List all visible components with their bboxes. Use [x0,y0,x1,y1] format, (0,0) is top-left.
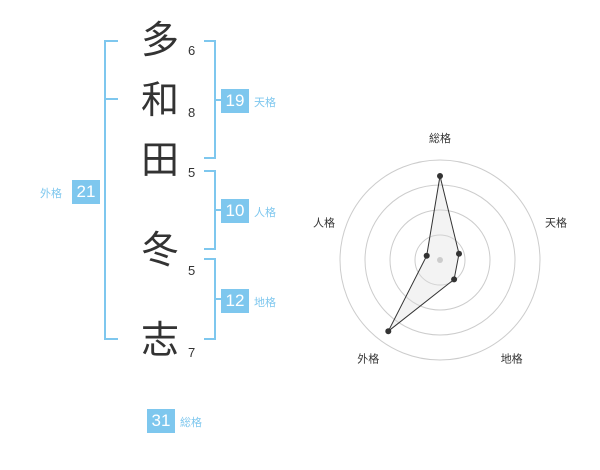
tenkaku-badge: 19 [221,89,249,113]
jinkaku-bracket [204,170,216,250]
soukaku-label: 総格 [180,416,202,429]
radar-points [385,173,462,335]
radar-axis-label-3: 地格 [501,352,523,366]
soukaku-badge: 31 [147,409,175,433]
radar-point-3 [451,276,458,283]
name-char-2: 和 [140,78,179,122]
radar-center-dot [437,257,443,263]
gaikaku-bracket-tick [104,98,118,100]
chikaku-label: 地格 [254,296,276,309]
radar-axis-label-4: 外格 [357,352,379,366]
radar-point-5 [423,252,430,259]
jinkaku-badge: 10 [221,199,249,223]
radar-point-2 [456,250,462,257]
stroke-count-1: 6 [188,43,196,58]
radar-axis-label-5: 人格 [313,215,335,229]
stroke-count-4: 5 [188,263,196,278]
radar-ring-4 [339,159,541,361]
jinkaku-label: 人格 [254,206,276,219]
radar-axis-label-1: 総格 [429,131,451,145]
jinkaku-bracket-tick [216,209,222,211]
chikaku-badge: 12 [221,289,249,313]
stroke-count-2: 8 [188,105,196,120]
gaikaku-badge: 21 [72,180,100,204]
stroke-count-5: 7 [188,345,196,360]
radar-ring-1 [414,234,466,286]
name-char-3: 田 [140,138,179,182]
radar-grid [339,159,541,361]
gaikaku-label: 外格 [40,187,62,200]
stroke-count-3: 5 [188,165,196,180]
radar-axis-label-2: 天格 [545,215,567,229]
name-char-4: 冬 [140,228,179,272]
tenkaku-bracket-tick [216,99,222,101]
chikaku-bracket-tick [216,298,222,300]
chikaku-bracket [204,258,216,340]
gaikaku-bracket [104,40,118,340]
tenkaku-label: 天格 [254,96,276,109]
radar-point-1 [437,173,443,179]
name-char-5: 志 [140,318,179,362]
tenkaku-bracket [204,40,216,159]
radar-area [387,175,460,332]
radar-ring-2 [389,209,491,311]
radar-point-4 [385,328,392,335]
radar-ring-3 [364,184,516,336]
name-char-1: 多 [140,18,179,62]
